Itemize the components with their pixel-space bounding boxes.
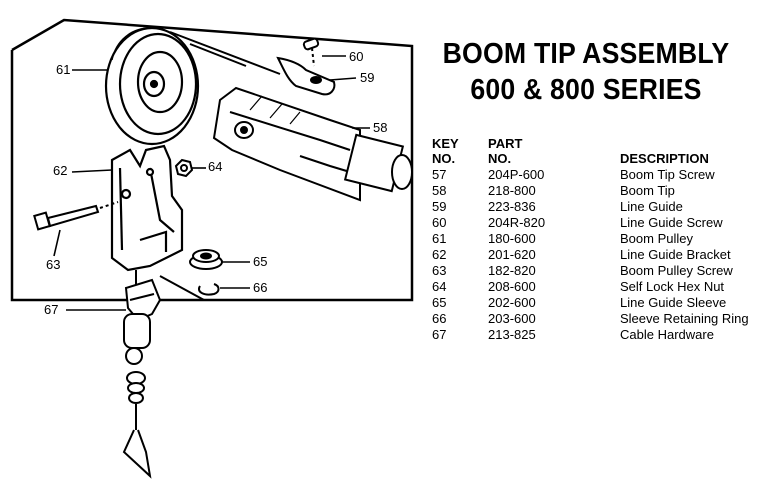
description-header: DESCRIPTION bbox=[620, 151, 709, 166]
description-cell: Boom Tip bbox=[620, 183, 675, 198]
callout-59: 59 bbox=[360, 70, 375, 85]
description-cell: Line Guide Bracket bbox=[620, 247, 731, 262]
key-cell: 65 bbox=[432, 295, 447, 310]
description-cell: Boom Tip Screw bbox=[620, 167, 715, 182]
pulley-screw-part bbox=[33, 201, 119, 231]
callout-60: 60 bbox=[349, 49, 364, 64]
description-cell: Sleeve Retaining Ring bbox=[620, 311, 749, 326]
boom-pulley-part bbox=[104, 26, 200, 146]
callout-58: 58 bbox=[373, 120, 388, 135]
boom-tip-part bbox=[212, 86, 413, 202]
key-cell: 59 bbox=[432, 199, 447, 214]
table-row: 67 213-825 Cable Hardware bbox=[432, 327, 768, 343]
part-cell: 182-820 bbox=[488, 263, 536, 278]
table-row: 66 203-600 Sleeve Retaining Ring bbox=[432, 311, 768, 327]
key-cell: 67 bbox=[432, 327, 447, 342]
description-cell: Line Guide Sleeve bbox=[620, 295, 727, 310]
callout-61: 61 bbox=[56, 62, 71, 77]
key-header-line1: KEY bbox=[432, 136, 459, 151]
callout-62: 62 bbox=[53, 163, 68, 178]
key-cell: 63 bbox=[432, 263, 447, 278]
table-row: 62 201-620 Line Guide Bracket bbox=[432, 247, 768, 263]
callout-64: 64 bbox=[208, 159, 223, 174]
retaining-ring-part bbox=[198, 283, 220, 296]
table-row: 63 182-820 Boom Pulley Screw bbox=[432, 263, 768, 279]
key-cell: 61 bbox=[432, 231, 447, 246]
key-header-line2: NO. bbox=[432, 151, 456, 166]
hex-nut-part bbox=[174, 158, 194, 178]
part-header-line2: NO. bbox=[488, 151, 512, 166]
table-row: 58 218-800 Boom Tip bbox=[432, 183, 768, 199]
callout-65: 65 bbox=[253, 254, 268, 269]
description-cell: Cable Hardware bbox=[620, 327, 714, 342]
page-title: BOOM TIP ASSEMBLY bbox=[442, 38, 730, 70]
description-cell: Line Guide bbox=[620, 199, 683, 214]
table-row: 59 223-836 Line Guide bbox=[432, 199, 768, 215]
description-cell: Boom Pulley bbox=[620, 231, 693, 246]
boom-tip-exploded-diagram bbox=[10, 18, 414, 479]
key-cell: 60 bbox=[432, 215, 447, 230]
part-cell: 218-800 bbox=[488, 183, 536, 198]
line-guide-part bbox=[276, 56, 336, 96]
table-row: 64 208-600 Self Lock Hex Nut bbox=[432, 279, 768, 295]
key-cell: 62 bbox=[432, 247, 447, 262]
part-cell: 208-600 bbox=[488, 279, 536, 294]
key-cell: 58 bbox=[432, 183, 447, 198]
callout-66: 66 bbox=[253, 280, 268, 295]
part-cell: 201-620 bbox=[488, 247, 536, 262]
table-row: 60 204R-820 Line Guide Screw bbox=[432, 215, 768, 231]
key-cell: 66 bbox=[432, 311, 447, 326]
part-cell: 203-600 bbox=[488, 311, 536, 326]
part-cell: 202-600 bbox=[488, 295, 536, 310]
part-cell: 223-836 bbox=[488, 199, 536, 214]
table-row: 57 204P-600 Boom Tip Screw bbox=[432, 167, 768, 183]
part-cell: 204P-600 bbox=[488, 167, 545, 182]
part-cell: 204R-820 bbox=[488, 215, 546, 230]
key-cell: 57 bbox=[432, 167, 447, 182]
line-guide-sleeve-part bbox=[189, 249, 223, 270]
description-cell: Boom Pulley Screw bbox=[620, 263, 733, 278]
leader-lines bbox=[53, 55, 370, 311]
part-cell: 213-825 bbox=[488, 327, 536, 342]
callout-63: 63 bbox=[46, 257, 61, 272]
part-cell: 180-600 bbox=[488, 231, 536, 246]
part-header-line1: PART bbox=[488, 136, 523, 151]
key-cell: 64 bbox=[432, 279, 447, 294]
line-guide-bracket-part bbox=[110, 144, 184, 272]
table-row: 65 202-600 Line Guide Sleeve bbox=[432, 295, 768, 311]
cable-hardware-part bbox=[122, 278, 162, 479]
callout-67: 67 bbox=[44, 302, 59, 317]
description-cell: Self Lock Hex Nut bbox=[620, 279, 725, 294]
line-guide-screw-part bbox=[302, 37, 320, 67]
table-row: 61 180-600 Boom Pulley bbox=[432, 231, 768, 247]
page-subtitle: 600 & 800 SERIES bbox=[470, 74, 702, 106]
description-cell: Line Guide Screw bbox=[620, 215, 723, 230]
